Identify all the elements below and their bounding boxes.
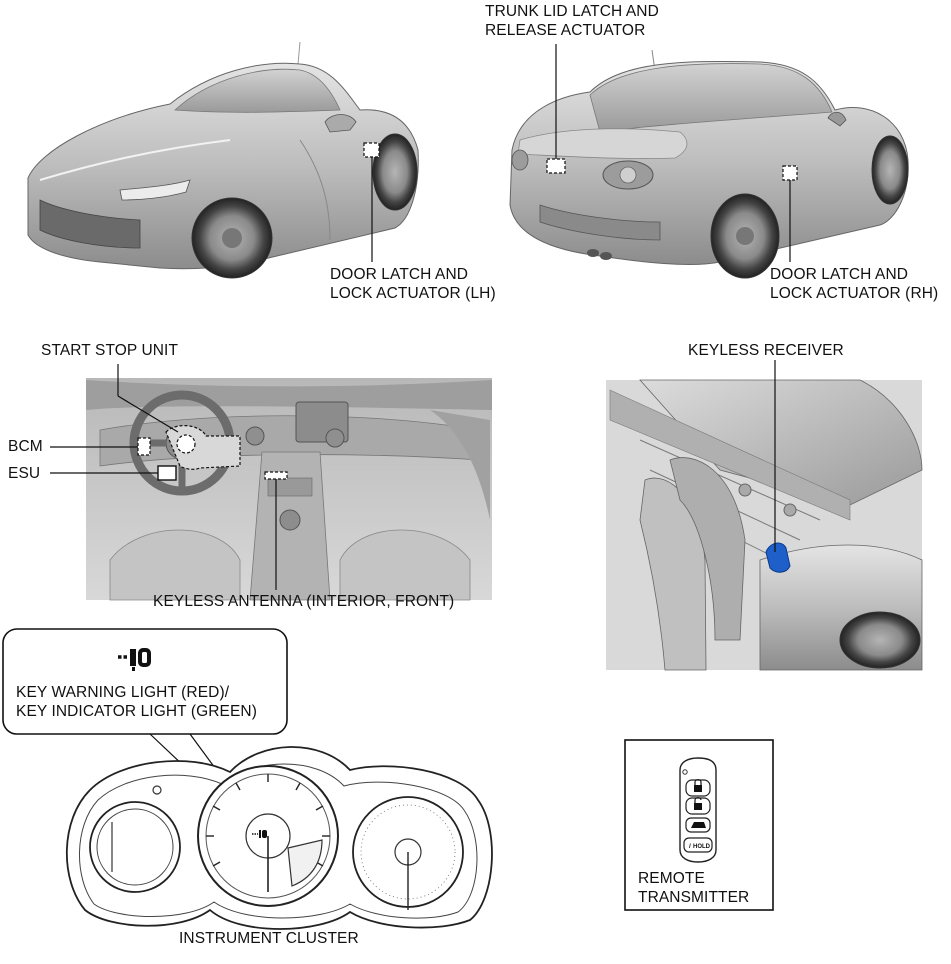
instrument-cluster-illustration <box>65 746 493 930</box>
door-actuator-lh-label-line1: DOOR LATCH AND <box>330 266 469 283</box>
rear-car-illustration <box>509 49 909 279</box>
front-car-illustration <box>27 41 419 279</box>
door-actuator-lh-label-line2: LOCK ACTUATOR (LH) <box>330 285 496 302</box>
bcm-label: BCM <box>8 438 43 455</box>
remote-transmitter-label-line2: TRANSMITTER <box>638 889 750 906</box>
trunk-actuator-label-line2: RELEASE ACTUATOR <box>485 22 646 39</box>
door-actuator-rh-label-line2: LOCK ACTUATOR (RH) <box>770 285 939 302</box>
esu-label: ESU <box>8 465 41 482</box>
remote-hold-label: HOLD <box>693 844 711 850</box>
trunk-actuator-label-line1: TRUNK LID LATCH AND <box>485 3 659 20</box>
keyless-receiver-label: KEYLESS RECEIVER <box>688 342 844 359</box>
interior-dashboard-illustration <box>86 378 492 601</box>
start-stop-unit-label: START STOP UNIT <box>41 342 179 359</box>
remote-transmitter-label-line1: REMOTE <box>638 870 705 887</box>
key-indicator-icon <box>118 648 151 671</box>
keyless-antenna-label: KEYLESS ANTENNA (INTERIOR, FRONT) <box>153 593 455 610</box>
keyless-receiver-illustration <box>606 379 923 671</box>
instrument-cluster-label: INSTRUMENT CLUSTER <box>179 930 359 947</box>
door-actuator-rh-label-line1: DOOR LATCH AND <box>770 266 909 283</box>
key-light-label-line1: KEY WARNING LIGHT (RED)/ <box>16 684 230 701</box>
key-light-label-line2: KEY INDICATOR LIGHT (GREEN) <box>16 703 257 720</box>
remote-transmitter-illustration: / HOLD <box>679 757 717 863</box>
svg-text:/: / <box>689 843 691 850</box>
